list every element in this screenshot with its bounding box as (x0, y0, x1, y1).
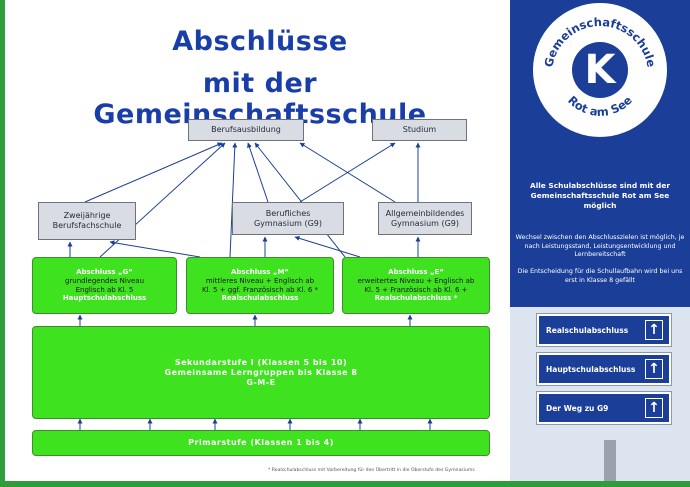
abschluss-e-line1: erweitertes Niveau + Englisch ab (357, 276, 475, 285)
sekundar-line3: G-M-E (246, 377, 276, 387)
box-sekundarstufe: Sekundarstufe I (Klassen 5 bis 10) Gemei… (32, 326, 490, 419)
connector-arrows (67, 142, 433, 430)
page-title-line1: Abschlüsse (172, 26, 348, 57)
abschluss-m-line3: Realschulabschluss (221, 294, 299, 303)
abschluss-m-line1: mittleres Niveau + Englisch ab (205, 276, 315, 285)
node-zweijaehrige: Zweijährige Berufsfachschule (38, 202, 136, 240)
left-accent-bar (0, 0, 5, 487)
abschluss-g-line2: Englisch ab Kl. 5 (75, 285, 134, 294)
arrow-m-berufsausbildung (229, 142, 238, 258)
arrow-e-berufsausbildung (254, 142, 346, 258)
logo-inner-circle (572, 42, 628, 98)
sign-hauptschulabschluss: Hauptschulabschluss ↑ (536, 352, 672, 386)
abschluss-g-line1: grundlegendes Niveau (64, 276, 145, 285)
abschluss-e-title: Abschluss „E“ (388, 268, 444, 276)
signpost-pole (604, 440, 616, 484)
primar-label: Primarstufe (Klassen 1 bis 4) (188, 438, 334, 447)
logo-letter: K (584, 47, 616, 93)
arrow-e-bgym (294, 235, 361, 258)
abschluss-m-line2: Kl. 5 + ggf. Französisch ab Kl. 6 * (202, 285, 318, 294)
abschluss-g-title: Abschluss „G“ (76, 268, 133, 276)
node-berufsausbildung: Berufsausbildung (188, 119, 304, 141)
abschluss-g-line3: Hauptschulabschluss (62, 294, 147, 303)
sign-realschulabschluss-label: Realschulabschluss (546, 325, 629, 335)
arrow-up-icon: ↑ (645, 359, 663, 379)
box-abschluss-e: Abschluss „E“ erweitertes Niveau + Engli… (342, 257, 490, 314)
sign-hauptschulabschluss-label: Hauptschulabschluss (546, 364, 636, 374)
panel-entscheidung-text: Die Entscheidung für die Schullaufbahn w… (517, 268, 683, 284)
arrow-m-zweijaehrige (109, 240, 201, 258)
node-allgemeinbildendes-gymnasium: Allgemeinbildendes Gymnasium (G9) (378, 202, 472, 235)
node-berufliches-gymnasium: Berufliches Gymnasium (G9) (232, 202, 344, 235)
sign-realschulabschluss: Realschulabschluss ↑ (536, 313, 672, 347)
arrow-up-icon: ↑ (645, 320, 663, 340)
logo-text-ring: Gemeinschaftsschule Rot am See (541, 15, 658, 119)
panel-wechsel-text: Wechsel zwischen den Abschlusszielen ist… (515, 234, 685, 258)
box-abschluss-m: Abschluss „M“ mittleres Niveau + Englisc… (186, 257, 334, 314)
box-abschluss-g: Abschluss „G“ grundlegendes Niveau Engli… (32, 257, 177, 314)
sign-weg-zu-g9: Der Weg zu G9 ↑ (536, 391, 672, 425)
arrow-up-icon: ↑ (645, 398, 663, 418)
arrow-bgym-berufsausbildung (247, 142, 269, 203)
arrow-zweijaehrige-berufsausbildung (84, 142, 223, 203)
node-studium: Studium (372, 119, 467, 141)
box-primarstufe: Primarstufe (Klassen 1 bis 4) (32, 430, 490, 456)
bottom-accent-bar (0, 481, 690, 487)
abschluss-e-line3: Realschulabschluss * (374, 294, 458, 303)
arrow-agym-berufsausbildung (299, 142, 396, 203)
sign-weg-zu-g9-label: Der Weg zu G9 (546, 403, 609, 413)
panel-intro-text: Alle Schulabschlüsse sind mit der Gemein… (530, 181, 670, 210)
footnote: * Realschulabschluss mit Vorbereitung fü… (268, 468, 475, 473)
abschluss-m-title: Abschluss „M“ (230, 268, 290, 276)
abschluss-e-line2: Kl. 5 + Französisch ab Kl. 6 + (364, 285, 468, 294)
page-title-line2: mit der Gemeinschaftsschule (93, 68, 427, 130)
sekundar-line2: Gemeinsame Lerngruppen bis Klasse 8 (164, 367, 358, 377)
sekundar-line1: Sekundarstufe I (Klassen 5 bis 10) (174, 357, 348, 367)
